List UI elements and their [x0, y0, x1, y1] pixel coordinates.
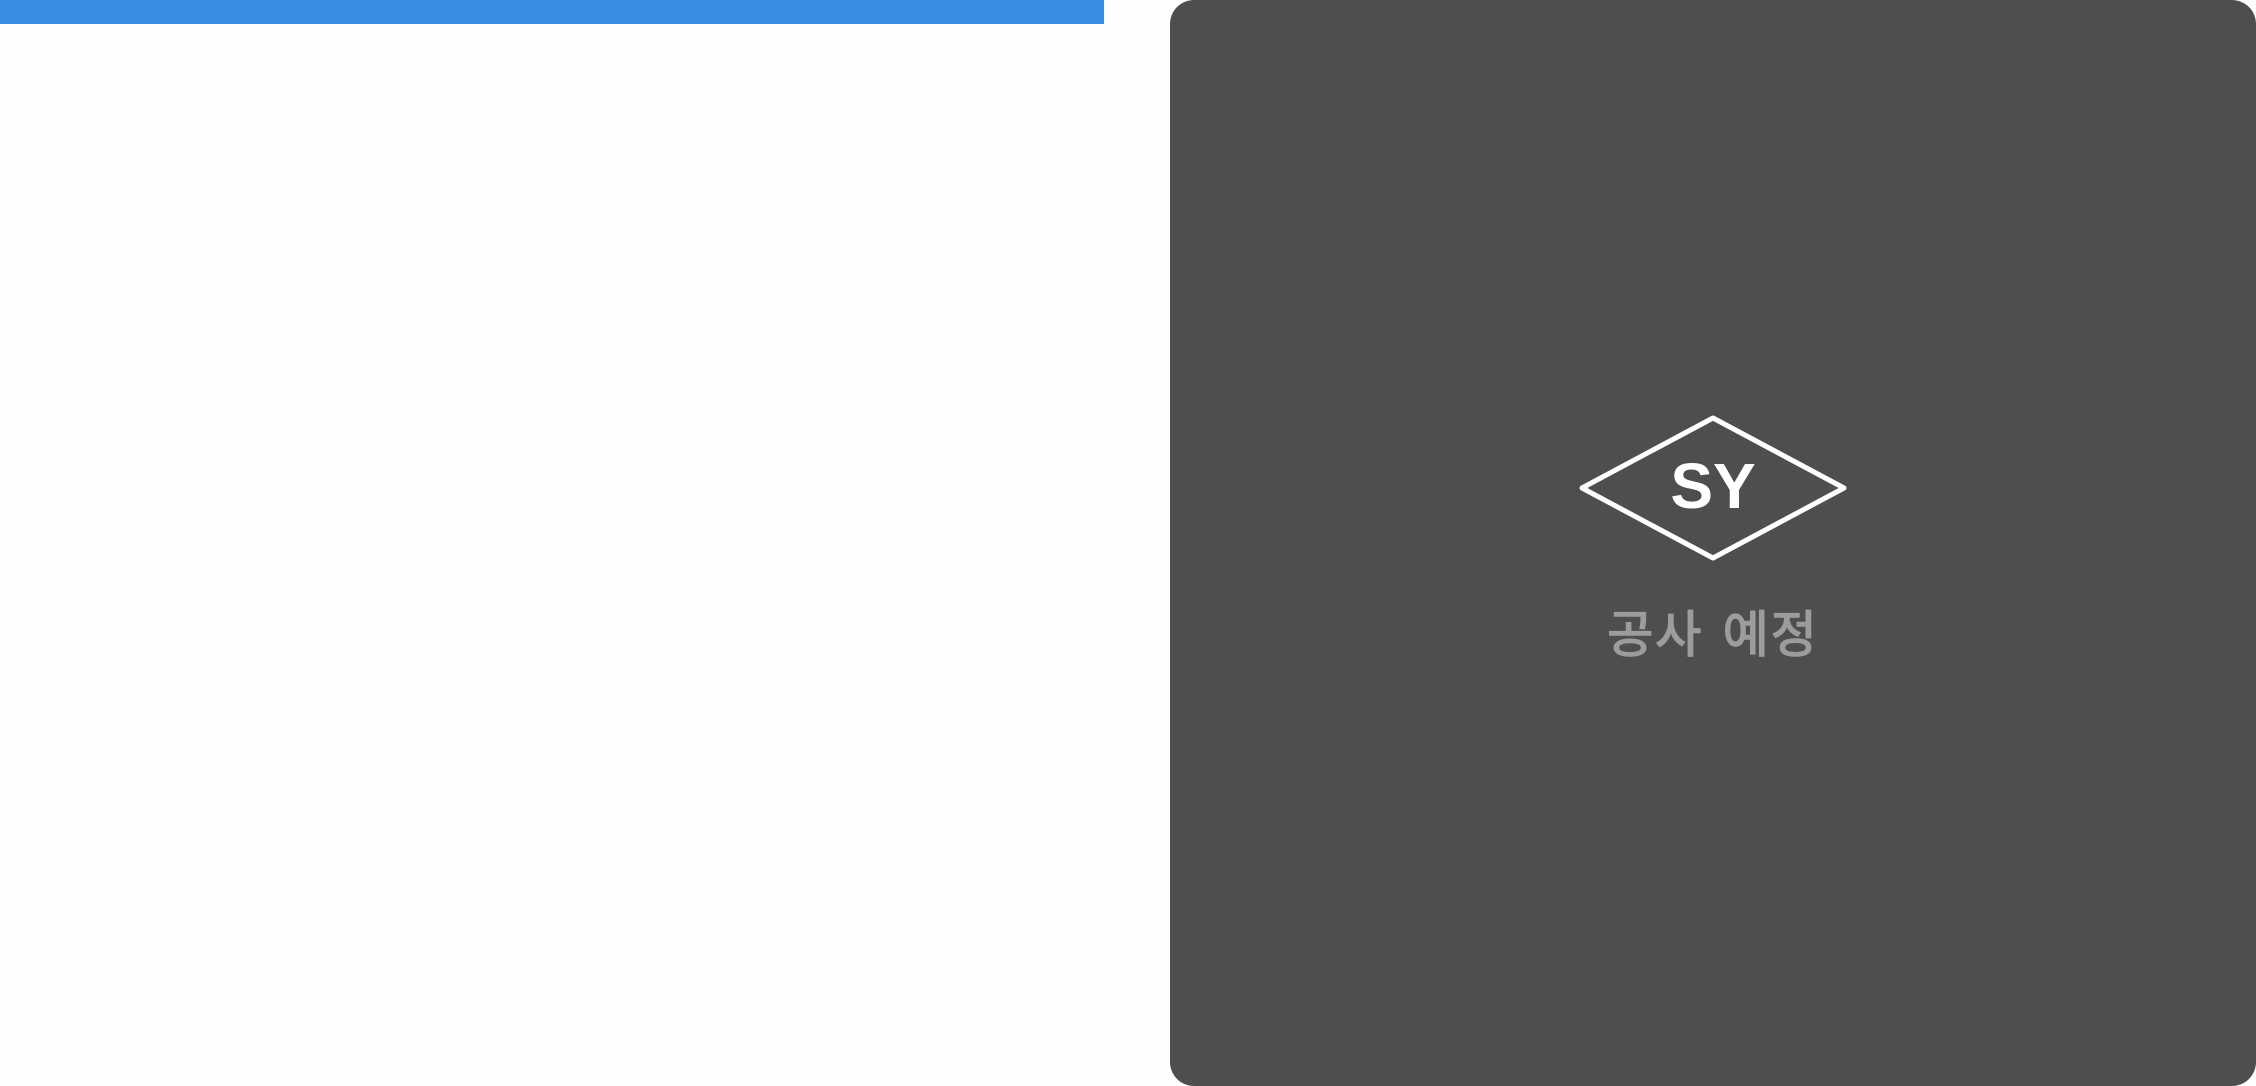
logo-text: SY — [1670, 450, 1755, 522]
construction-status-text: 공사 예정 — [1607, 606, 1819, 664]
left-pane — [0, 0, 1104, 1086]
top-progress-bar — [0, 0, 1104, 24]
diamond-logo-icon: SY — [1578, 415, 1848, 565]
info-card — [1170, 0, 2256, 1086]
logo-svg: SY — [1579, 415, 1847, 561]
diamond-outline — [1579, 415, 1847, 561]
